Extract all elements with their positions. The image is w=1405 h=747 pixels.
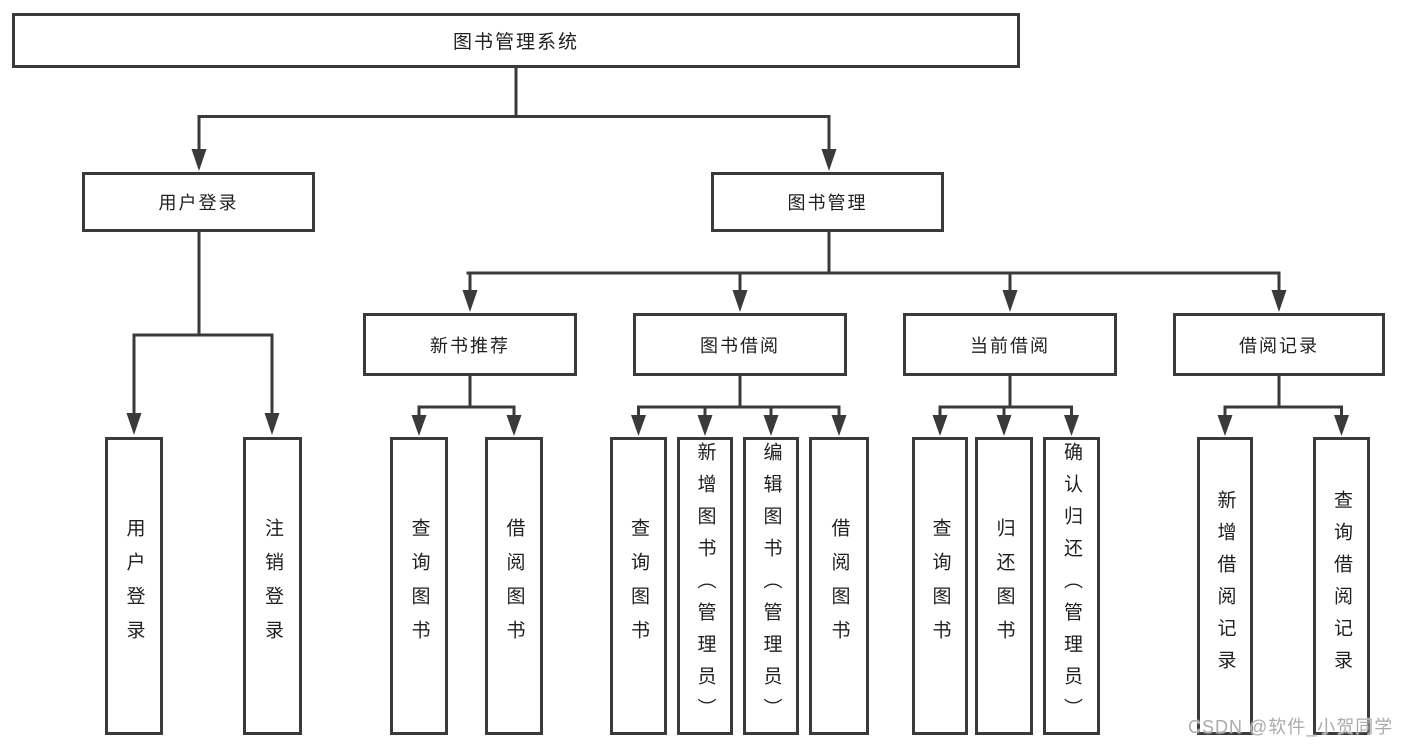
node-current-borrowing: 当前借阅 (903, 313, 1117, 376)
leaf-borrow-books-recommend: 借阅图书 (485, 437, 543, 735)
node-borrowing-records: 借阅记录 (1173, 313, 1385, 376)
node-book-management: 图书管理 (711, 172, 944, 232)
leaf-user-login: 用户登录 (105, 437, 163, 735)
leaf-edit-books-admin: 编辑图书（管理员） (743, 437, 799, 735)
leaf-add-borrow-record: 新增借阅记录 (1197, 437, 1253, 735)
csdn-watermark: CSDN @软件_小贺同学 (1188, 717, 1394, 737)
node-user-login: 用户登录 (82, 172, 315, 232)
leaf-borrow-books: 借阅图书 (809, 437, 869, 735)
leaf-query-books-borrowing: 查询图书 (610, 437, 667, 735)
node-library-management-system: 图书管理系统 (12, 13, 1020, 68)
leaf-return-books: 归还图书 (975, 437, 1033, 735)
node-book-borrowing: 图书借阅 (633, 313, 847, 376)
leaf-logout: 注销登录 (243, 437, 302, 735)
leaf-add-books-admin: 新增图书（管理员） (677, 437, 733, 735)
leaf-query-books-recommend: 查询图书 (390, 437, 448, 735)
node-new-book-recommendation: 新书推荐 (363, 313, 577, 376)
leaf-query-borrow-record: 查询借阅记录 (1313, 437, 1370, 735)
leaf-confirm-return-admin: 确认归还（管理员） (1043, 437, 1100, 735)
leaf-query-books-current: 查询图书 (912, 437, 968, 735)
